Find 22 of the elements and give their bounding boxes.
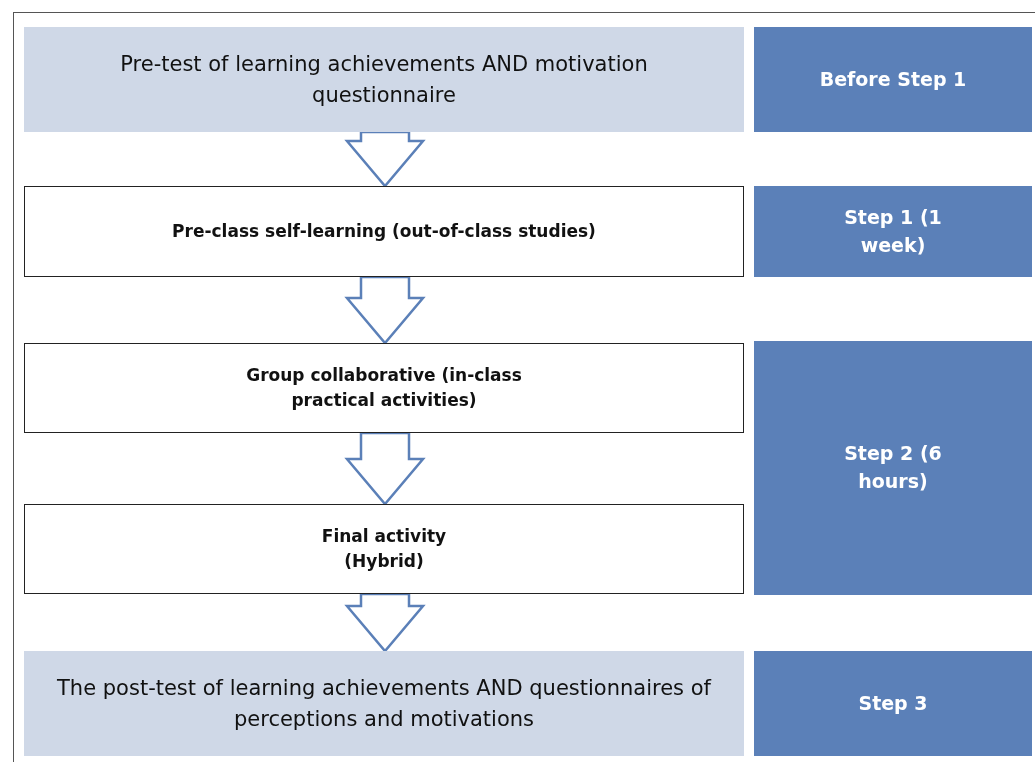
box-text: Pre-class self-learning (out-of-class studies) bbox=[172, 220, 596, 244]
activity-box bbox=[24, 343, 744, 433]
box-text: Group collaborative (in-class practical activities) bbox=[245, 364, 523, 412]
box-text: Step 2 (6 hours) bbox=[843, 441, 943, 494]
block-arrow bbox=[344, 431, 426, 506]
step-box bbox=[754, 27, 1032, 132]
step-box bbox=[754, 651, 1032, 756]
block-arrow bbox=[344, 130, 426, 188]
test-box bbox=[24, 27, 744, 132]
test-box bbox=[24, 651, 744, 756]
activity-box bbox=[24, 504, 744, 594]
block-arrow bbox=[344, 592, 426, 653]
step-box bbox=[754, 341, 1032, 595]
box-text: Step 1 (1 week) bbox=[843, 204, 943, 258]
box-text: Final activity (Hybrid) bbox=[320, 525, 448, 573]
activity-box bbox=[24, 186, 744, 277]
box-text: Pre-test of learning achievements AND motivation questionnaire bbox=[119, 51, 649, 109]
block-arrow bbox=[344, 275, 426, 345]
box-text: The post-test of learning achievements AND questionnaires of perceptions and motivations bbox=[56, 675, 713, 733]
box-text: Step 3 bbox=[858, 690, 928, 716]
box-text: Before Step 1 bbox=[819, 66, 967, 92]
step-box bbox=[754, 186, 1032, 277]
